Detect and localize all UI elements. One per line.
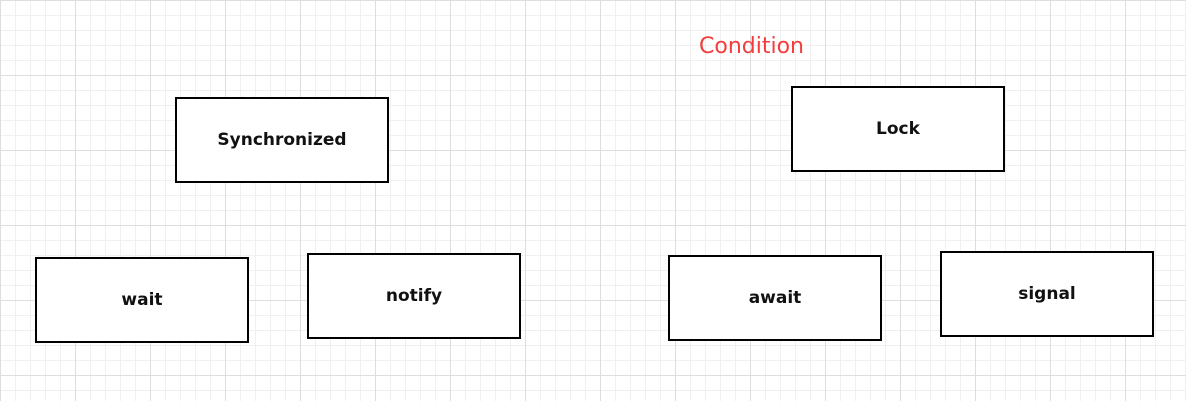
wait-box[interactable]: wait — [35, 257, 249, 343]
notify-box[interactable]: notify — [307, 253, 521, 339]
await-box[interactable]: await — [668, 255, 882, 341]
condition-heading: Condition — [699, 34, 804, 59]
synchronized-box[interactable]: Synchronized — [175, 97, 389, 183]
signal-box[interactable]: signal — [940, 251, 1154, 337]
lock-box[interactable]: Lock — [791, 86, 1005, 172]
